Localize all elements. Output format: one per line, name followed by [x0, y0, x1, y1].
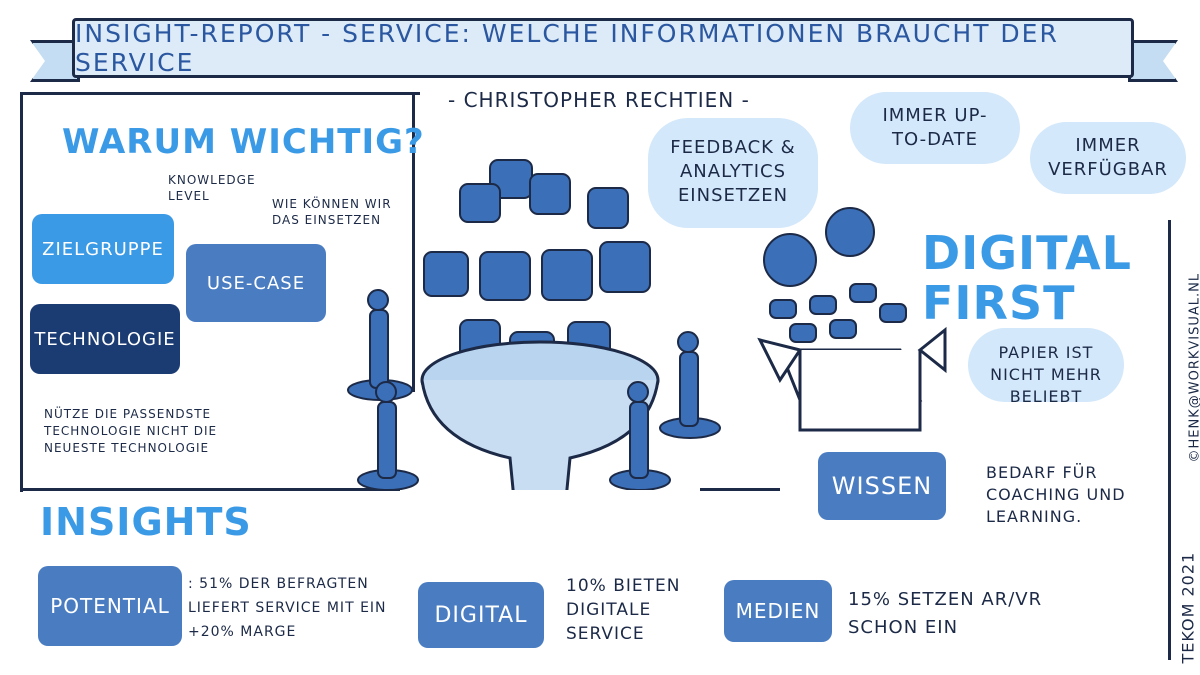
frame-left — [20, 92, 23, 492]
frame-top-left — [20, 92, 420, 95]
zielgruppe-box: ZIELGRUPPE — [32, 214, 174, 284]
wie-note: WIE KÖNNEN WIR DAS EINSETZEN — [272, 197, 392, 227]
title-banner: INSIGHT-REPORT - SERVICE: WELCHE INFORMA… — [72, 18, 1134, 78]
frame-right — [1168, 220, 1171, 660]
potential-text: : 51% DER BEFRAGTEN LIEFERT SERVICE MIT … — [188, 576, 387, 640]
frame-bottom-right — [700, 488, 780, 491]
insights-heading: INSIGHTS — [40, 500, 252, 544]
author-name: - CHRISTOPHER RECHTIEN - — [448, 88, 750, 112]
digital-first-line2: FIRST — [922, 276, 1076, 330]
feedback-cloud: FEEDBACK & ANALYTICS EINSETZEN — [648, 118, 818, 228]
digital-text: 10% BIETEN DIGITALE SERVICE — [566, 576, 681, 644]
digital-first-line1: DIGITAL — [922, 226, 1132, 280]
knowledge-note: KNOWLEDGE LEVEL — [168, 173, 256, 203]
medien-text: 15% SETZEN AR/VR SCHON EIN — [848, 589, 1043, 638]
wissen-box: WISSEN — [818, 452, 946, 520]
technologie-box: TECHNOLOGIE — [30, 304, 180, 374]
up-to-date-cloud: IMMER UP-TO-DATE — [850, 92, 1020, 164]
event-text: TEKOM 2021 — [1178, 551, 1198, 664]
frame-bottom — [20, 488, 400, 491]
frame-divider — [412, 92, 415, 392]
medien-box: MEDIEN — [724, 580, 832, 642]
warum-heading: WARUM WICHTIG? — [62, 122, 425, 162]
banner-tail-right — [1128, 40, 1178, 82]
wissen-note: BEDARF FÜR COACHING UND LEARNING. — [986, 463, 1126, 526]
credit-text: ©HENK@WORKVISUAL.NL — [1187, 272, 1200, 463]
papier-cloud: PAPIER IST NICHT MEHR BELIEBT — [968, 328, 1124, 406]
verfuegbar-cloud: IMMER VERFÜGBAR — [1030, 122, 1186, 194]
page-title: INSIGHT-REPORT - SERVICE: WELCHE INFORMA… — [75, 19, 1059, 77]
use-case-box: USE-CASE — [186, 244, 326, 322]
technologie-note: NÜTZE DIE PASSENDSTE TECHNOLOGIE NICHT D… — [44, 407, 218, 455]
potential-box: POTENTIAL — [38, 566, 182, 646]
digital-box: DIGITAL — [418, 582, 544, 648]
funnel-illustration — [347, 159, 721, 490]
box-with-gears-illustration — [757, 207, 947, 432]
